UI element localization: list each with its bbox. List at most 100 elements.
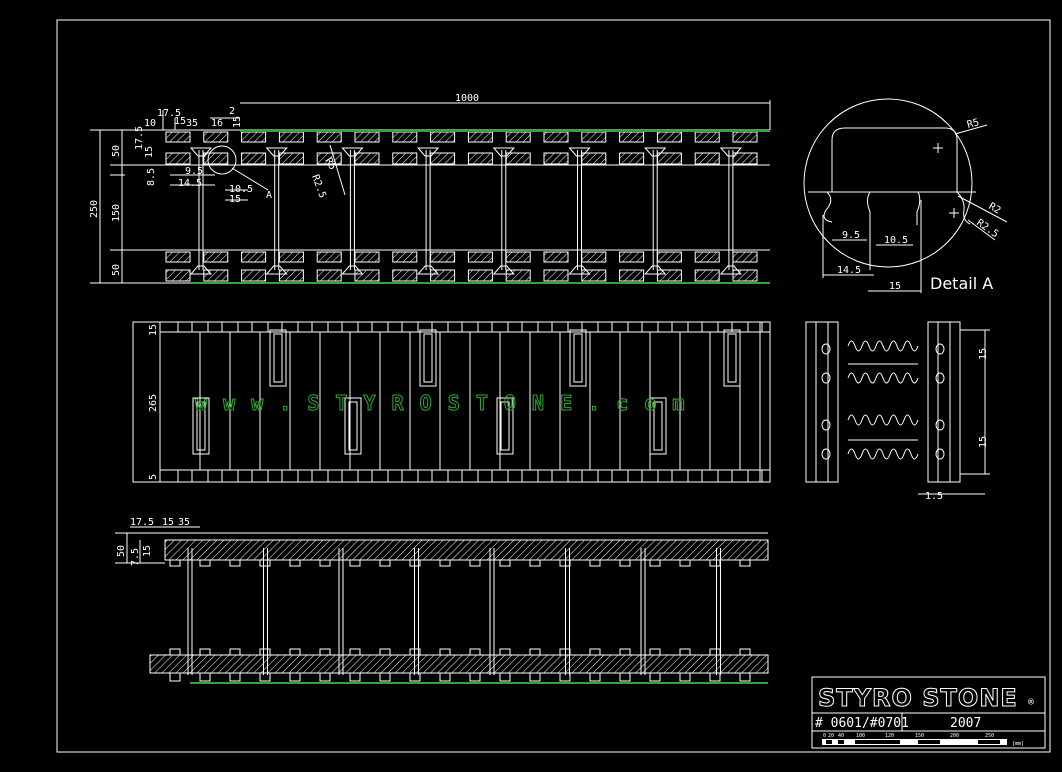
tooth bbox=[439, 648, 451, 656]
tooth bbox=[199, 672, 211, 682]
tooth bbox=[327, 321, 343, 333]
flange-block bbox=[354, 152, 380, 165]
dim-label: 14.5 bbox=[837, 265, 861, 276]
registered-mark: ® bbox=[1028, 697, 1035, 708]
flange-block bbox=[732, 269, 758, 282]
dim-label: 17.5 bbox=[157, 108, 181, 119]
flange-block bbox=[619, 152, 645, 165]
flange-block bbox=[165, 131, 191, 143]
dim-label: 35 bbox=[178, 517, 190, 528]
tooth bbox=[229, 672, 241, 682]
drawing-border bbox=[56, 19, 1051, 753]
tooth bbox=[469, 648, 481, 656]
flange-block bbox=[467, 131, 493, 143]
bolt-hole-icon bbox=[821, 343, 831, 355]
flange-block bbox=[467, 152, 493, 165]
flange-block bbox=[656, 269, 682, 282]
tooth bbox=[379, 559, 391, 567]
web-head bbox=[189, 147, 213, 157]
flange-block bbox=[619, 131, 645, 143]
dim-label: 15 bbox=[889, 281, 901, 292]
bolt-hole-icon bbox=[935, 343, 945, 355]
dim-label: 15 bbox=[232, 116, 243, 128]
flange-block bbox=[241, 269, 267, 282]
tooth bbox=[747, 469, 763, 483]
dim-label: 7.5 bbox=[130, 548, 141, 566]
bolt-hole-icon bbox=[821, 419, 831, 431]
flange-block bbox=[467, 269, 493, 282]
tooth bbox=[649, 672, 661, 682]
flange-block bbox=[543, 251, 569, 263]
tooth bbox=[297, 321, 313, 333]
dim-label: 15 bbox=[978, 436, 989, 448]
dim-label: 150 bbox=[111, 204, 122, 222]
tooth bbox=[417, 321, 433, 333]
tooth bbox=[349, 672, 361, 682]
web-head bbox=[492, 147, 515, 157]
tooth bbox=[619, 648, 631, 656]
tooth bbox=[229, 648, 241, 656]
web-head bbox=[341, 265, 364, 275]
connector-clip bbox=[344, 397, 362, 455]
tooth bbox=[567, 321, 583, 333]
scale-unit: [mm] bbox=[1012, 741, 1024, 747]
tooth bbox=[589, 672, 601, 682]
flange-block bbox=[354, 131, 380, 143]
tooth bbox=[447, 469, 463, 483]
flange-block bbox=[241, 251, 267, 263]
tooth bbox=[499, 648, 511, 656]
tooth bbox=[507, 469, 523, 483]
watermark-url: w w w . S T Y R O S T O N E . c o m bbox=[195, 391, 686, 415]
connector-clip bbox=[569, 329, 587, 387]
flange-block bbox=[392, 251, 418, 263]
tooth bbox=[417, 469, 433, 483]
flange-block bbox=[581, 269, 607, 282]
bottom-section-view: 17.5 15 35 50 7.5 15 bbox=[115, 517, 769, 684]
flange-block bbox=[543, 269, 569, 282]
tooth bbox=[657, 321, 673, 333]
drawing-number: # 0601/#0701 bbox=[815, 716, 909, 731]
web-head bbox=[265, 265, 288, 275]
tooth bbox=[177, 321, 193, 333]
scale-bar-segment bbox=[826, 740, 832, 744]
tooth bbox=[439, 559, 451, 567]
tooth bbox=[267, 321, 283, 333]
flange-block bbox=[392, 152, 418, 165]
connector-clip-inner bbox=[196, 401, 206, 451]
tooth bbox=[627, 469, 643, 483]
flange-block bbox=[354, 251, 380, 263]
scale-label: 20 bbox=[828, 733, 834, 739]
tooth bbox=[469, 672, 481, 682]
tooth bbox=[387, 469, 403, 483]
scale-bar-segment bbox=[838, 740, 844, 744]
web-head bbox=[189, 265, 213, 275]
dim-label: 35 bbox=[186, 118, 198, 129]
flange-block bbox=[505, 269, 531, 282]
tooth bbox=[169, 559, 181, 567]
flange-block bbox=[203, 152, 229, 165]
hatched-flange bbox=[149, 654, 769, 674]
tooth bbox=[627, 321, 643, 333]
dim-label: 10 bbox=[144, 118, 156, 129]
flange-block bbox=[656, 251, 682, 263]
dim-label: 17.5 bbox=[130, 517, 154, 528]
tooth bbox=[267, 469, 283, 483]
tooth bbox=[477, 469, 493, 483]
tooth bbox=[739, 648, 751, 656]
tooth bbox=[199, 559, 211, 567]
connector-clip bbox=[496, 397, 514, 455]
dim-label: 14.5 bbox=[178, 178, 202, 189]
web-head bbox=[416, 265, 440, 275]
tooth bbox=[619, 559, 631, 567]
dim-label: 5 bbox=[148, 474, 159, 480]
flange-block bbox=[543, 131, 569, 143]
tooth bbox=[739, 559, 751, 567]
connector-clip-inner bbox=[273, 333, 283, 383]
tooth bbox=[499, 559, 511, 567]
dim-label: 15 bbox=[148, 324, 159, 336]
web-head bbox=[416, 147, 440, 157]
tooth bbox=[319, 559, 331, 567]
tooth bbox=[169, 648, 181, 656]
